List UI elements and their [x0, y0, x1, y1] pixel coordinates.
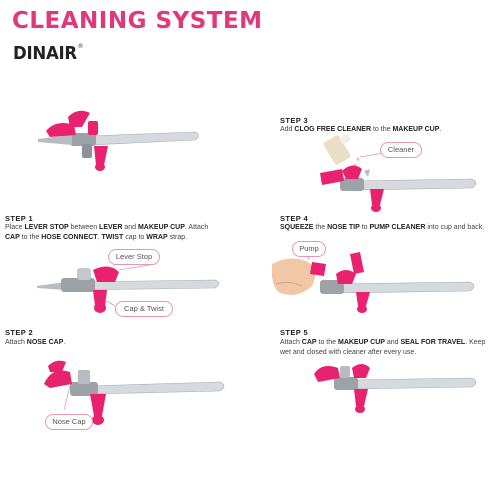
step-1-line-2: CAP to the HOSE CONNECT. TWIST cap to WR… — [5, 233, 188, 241]
step-4-line-1: SQUEEZE the NOSE TIP to PUMP CLEANER int… — [280, 224, 485, 231]
callout-cleaner: Cleaner — [380, 142, 422, 158]
step-5-line-2: wet and closed with cleaner after every … — [280, 348, 417, 356]
step-4-heading: STEP 4 — [280, 214, 309, 223]
step-2-heading: STEP 2 — [5, 328, 34, 337]
airbrush-step-5-image — [314, 364, 477, 413]
page-title: CLEANING SYSTEM — [12, 8, 263, 34]
step-1-text: Place LEVER STOP between LEVER and MAKEU… — [5, 223, 208, 242]
airbrush-step-4-image — [272, 249, 475, 313]
step-5-heading: STEP 5 — [280, 328, 309, 337]
step-2-line-1: Attach NOSE CAP. — [5, 339, 66, 346]
airbrush-hero-image — [38, 110, 199, 171]
airbrush-step-2-image — [44, 360, 225, 425]
step-3-text: Add CLOG FREE CLEANER to the MAKEUP CUP. — [280, 125, 441, 135]
callout-cap-and-twist: Cap & Twist — [115, 301, 173, 317]
step-3-heading: STEP 3 — [280, 116, 309, 125]
callout-pump: Pump — [292, 241, 326, 257]
step-3-line-1: Add CLOG FREE CLEANER to the MAKEUP CUP. — [280, 126, 442, 133]
airbrush-step-1-image — [37, 263, 220, 313]
step-5-line-1: Attach CAP to the MAKEUP CUP and SEAL FO… — [280, 339, 486, 346]
callout-lever-stop: Lever Stop — [108, 249, 160, 265]
brand-logo: DINAIR® — [13, 43, 84, 64]
step-2-text: Attach NOSE CAP. — [5, 338, 65, 348]
airbrush-step-3-image — [320, 135, 477, 212]
step-1-heading: STEP 1 — [5, 214, 34, 223]
callout-nose-cap: Nose Cap — [45, 414, 93, 430]
step-1-line-1: Place LEVER STOP between LEVER and MAKEU… — [5, 224, 209, 231]
step-4-text: SQUEEZE the NOSE TIP to PUMP CLEANER int… — [280, 223, 484, 233]
step-5-text: Attach CAP to the MAKEUP CUP and SEAL FO… — [280, 338, 485, 357]
